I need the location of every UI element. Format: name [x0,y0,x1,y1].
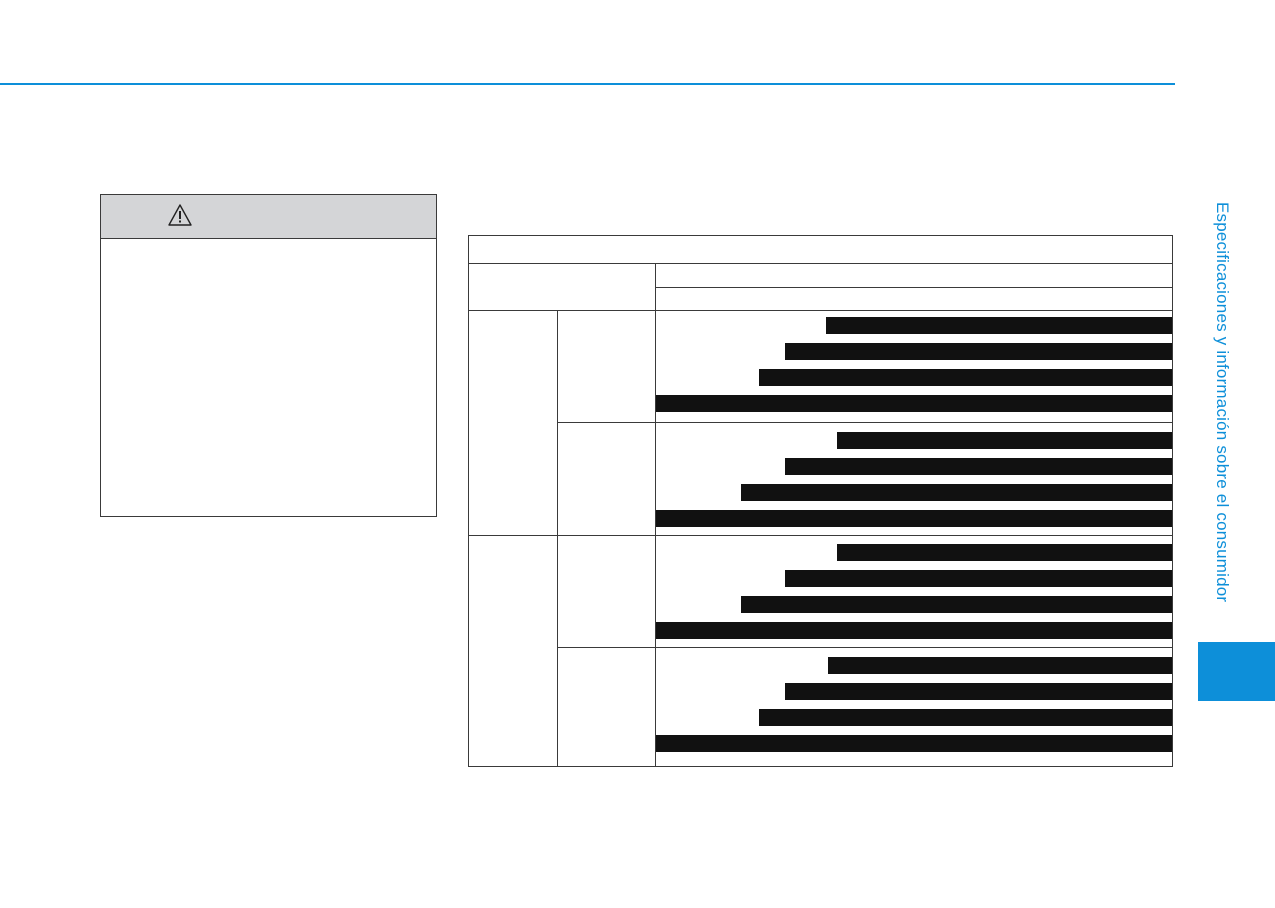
bar [785,343,1172,360]
warning-triangle-icon [168,204,192,226]
table-rule [469,263,1172,264]
bar [759,369,1172,386]
table-rule [557,647,1172,648]
top-rule [0,83,1175,85]
bar [656,510,1172,527]
bar [785,570,1172,587]
bar [837,544,1172,561]
chapter-side-label: Especificaciones y información sobre el … [1212,202,1232,634]
bar [656,735,1172,752]
table-rule [655,287,1172,288]
bar [759,709,1172,726]
bar [837,432,1172,449]
bar [741,596,1172,613]
bar [656,622,1172,639]
table-rule [655,263,656,766]
warning-header [101,195,436,239]
table-rule [469,310,1172,311]
warning-body [101,239,436,263]
bar [741,484,1172,501]
warning-box [100,194,437,517]
chapter-tab[interactable] [1198,642,1275,701]
table-rule [469,535,1172,536]
table-rule [557,310,558,766]
bar [785,458,1172,475]
bar [656,395,1172,412]
chapter-side-label-text: Especificaciones y información sobre el … [1213,202,1232,603]
bar [828,657,1172,674]
table-rule [557,422,1172,423]
bar [785,683,1172,700]
bar-table [468,235,1173,767]
bar [826,317,1172,334]
